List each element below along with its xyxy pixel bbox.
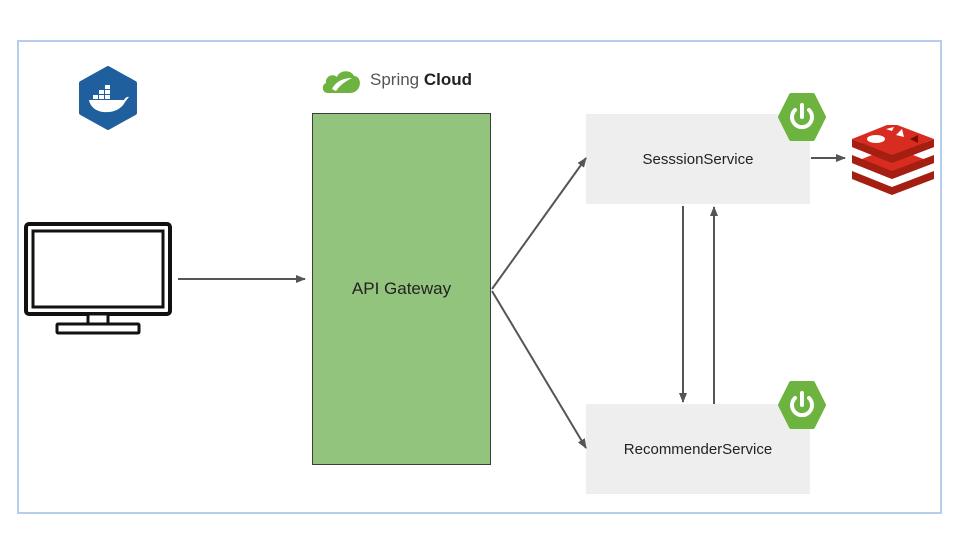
spring-cloud-logo: Spring Cloud [320, 64, 472, 96]
arrow-gateway-to-recommender [491, 290, 587, 449]
spring-cloud-word1: Spring [370, 70, 420, 89]
monitor-icon [24, 222, 172, 335]
session-service-label: SesssionService [642, 150, 754, 168]
system-boundary [17, 40, 942, 514]
spring-boot-icon [778, 381, 826, 429]
docker-icon [79, 66, 137, 130]
redis-icon [852, 125, 934, 195]
spring-boot-icon [778, 93, 826, 141]
api-gateway-node: API Gateway [312, 113, 491, 465]
session-service-node: SesssionService [586, 114, 810, 204]
recommender-service-node: RecommenderService [586, 404, 810, 494]
api-gateway-label: API Gateway [351, 279, 452, 298]
spring-cloud-icon [322, 71, 360, 93]
recommender-service-label: RecommenderService [623, 440, 773, 458]
arrow-gateway-to-session [491, 157, 587, 290]
spring-cloud-word2: Cloud [423, 70, 473, 89]
